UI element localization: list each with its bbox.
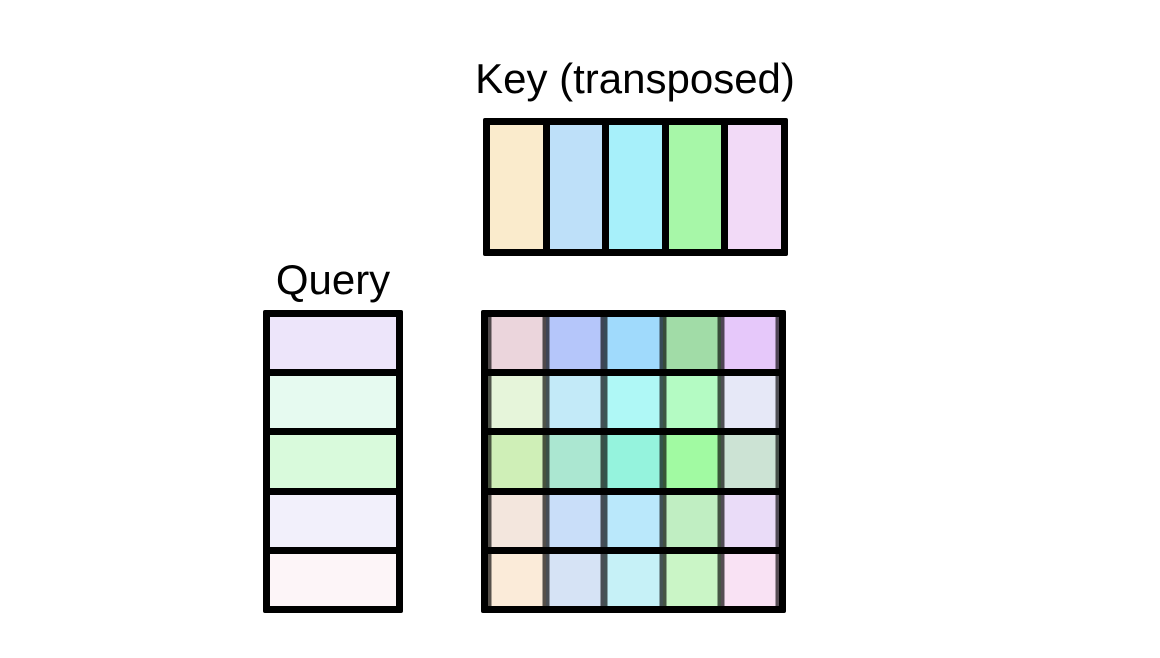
score-cell (488, 553, 547, 606)
score-cell (604, 494, 663, 547)
score-cell (662, 435, 721, 488)
query-cell (270, 494, 396, 547)
score-cell (662, 376, 721, 429)
score-cell (488, 494, 547, 547)
score-cell (488, 435, 547, 488)
key-matrix (483, 118, 788, 256)
score-cell (720, 435, 779, 488)
query-cell (270, 317, 396, 370)
query-matrix (263, 310, 403, 613)
score-cell (662, 494, 721, 547)
score-cell (488, 317, 547, 370)
score-cell (720, 553, 779, 606)
score-cell (546, 553, 605, 606)
query-matrix-title: Query (275, 256, 391, 303)
query-cell (270, 376, 396, 429)
score-cell (546, 494, 605, 547)
key-cell (609, 125, 662, 249)
query-cell (270, 553, 396, 606)
score-cell (546, 435, 605, 488)
score-cell (662, 317, 721, 370)
score-cell (546, 317, 605, 370)
score-cell (720, 317, 779, 370)
key-cell (668, 125, 722, 249)
score-cell (662, 553, 721, 606)
score-cell (720, 376, 779, 429)
score-cell (488, 376, 547, 429)
score-cell (546, 376, 605, 429)
key-cell (549, 125, 603, 249)
score-cell (604, 435, 663, 488)
score-cell (604, 317, 663, 370)
score-cell (604, 553, 663, 606)
score-matrix (481, 310, 786, 613)
query-cell (270, 435, 396, 488)
score-cell (720, 494, 779, 547)
key-cell (728, 125, 781, 249)
key-cell (490, 125, 543, 249)
score-cell (604, 376, 663, 429)
key-matrix-title: Key (transposed) (475, 55, 795, 102)
